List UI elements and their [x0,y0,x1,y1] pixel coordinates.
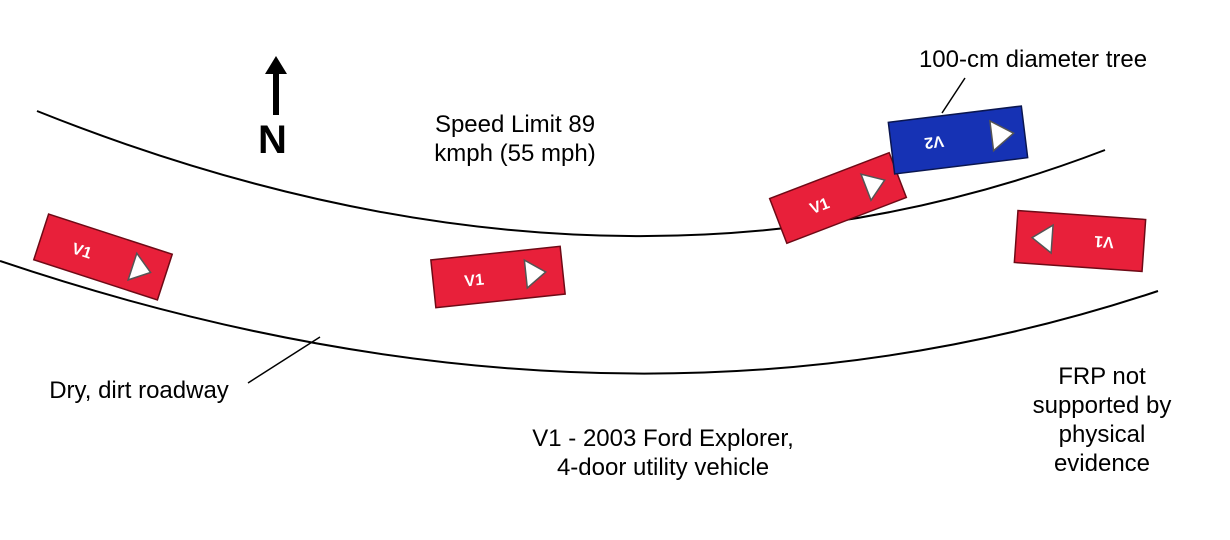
road-south-edge [0,260,1159,375]
tree-label: 100-cm diameter tree [918,46,1148,73]
north-label: N [258,118,287,162]
vehicle-v1-position-2: V1 [430,245,566,309]
speed-limit-line-1: Speed Limit 89 [434,111,596,138]
direction-arrow-icon [523,258,548,290]
direction-arrow-icon [1030,223,1054,255]
vehicle-label: V1 [1094,232,1115,250]
vehicle-body [430,245,566,309]
road-north-edge [36,110,1106,238]
direction-arrow-icon [859,173,886,202]
vehicle-description-line-2: 4-door utility vehicle [556,454,770,481]
vehicle-description: V1 - 2003 Ford Explorer, 4-door utility … [505,424,821,482]
vehicle-v1-position-4: V1 [1013,209,1147,273]
speed-limit-line-2: kmph (55 mph) [434,140,596,167]
vehicle-v1-position-3: V1 [768,151,908,245]
vehicle-label: V1 [70,241,94,263]
tree-leader-line [941,77,966,114]
vehicle-v1-position-1: V1 [32,213,174,301]
frp-note-line-1: FRP not [1058,363,1146,390]
vehicle-body [1013,209,1147,273]
vehicle-v2: V2 [887,105,1029,175]
roadway-leader-line [247,336,321,384]
frp-note-line-4: evidence [1053,450,1151,477]
vehicle-description-line-1: V1 - 2003 Ford Explorer, [532,425,794,452]
frp-note-line-2: supported by [1032,392,1172,419]
roadway-label: Dry, dirt roadway [49,377,229,404]
speed-limit-label: Speed Limit 89 kmph (55 mph) [410,110,620,168]
vehicle-body [32,213,174,301]
direction-arrow-icon [126,251,152,282]
vehicle-label: V1 [808,195,832,218]
frp-note: FRP not supported by physical evidence [1010,362,1194,478]
vehicle-label: V1 [464,272,485,291]
frp-note-line-3: physical [1058,421,1146,448]
direction-arrow-icon [989,119,1015,153]
north-arrow-icon [265,56,287,115]
vehicle-body [768,151,908,245]
vehicle-label: V2 [923,132,945,151]
